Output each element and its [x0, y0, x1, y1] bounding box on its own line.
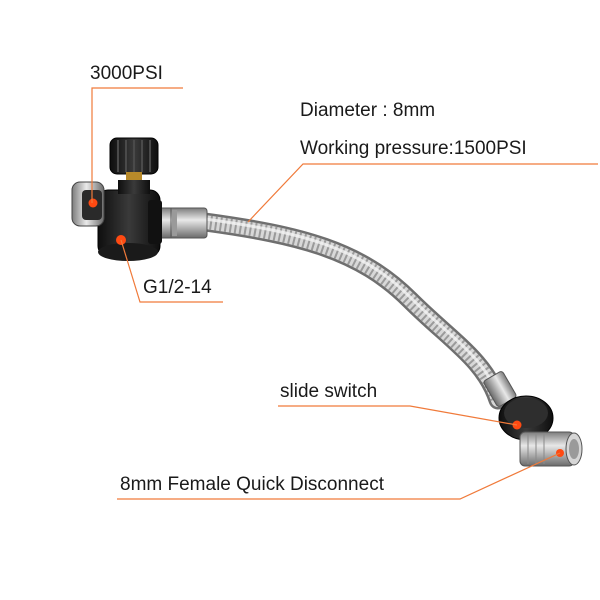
label-thread: G1/2-14	[143, 277, 212, 298]
gauge-port-marker	[88, 198, 98, 208]
leader-3000psi	[91, 87, 183, 203]
leader-lines	[91, 87, 598, 500]
braided-hose	[195, 212, 508, 410]
leader-slide-switch	[278, 405, 518, 426]
label-quick-disconnect: 8mm Female Quick Disconnect	[120, 474, 384, 495]
label-pressure-rating: 3000PSI	[90, 63, 163, 84]
label-working-pressure: Working pressure:1500PSI	[300, 138, 527, 159]
leader-working-pressure	[247, 163, 598, 223]
label-slide-switch: slide switch	[280, 381, 378, 402]
leader-thread	[120, 239, 223, 303]
label-diameter: Diameter : 8mm	[300, 100, 436, 121]
leader-quick-disconnect	[117, 452, 561, 500]
female-quick-disconnect	[519, 431, 583, 467]
